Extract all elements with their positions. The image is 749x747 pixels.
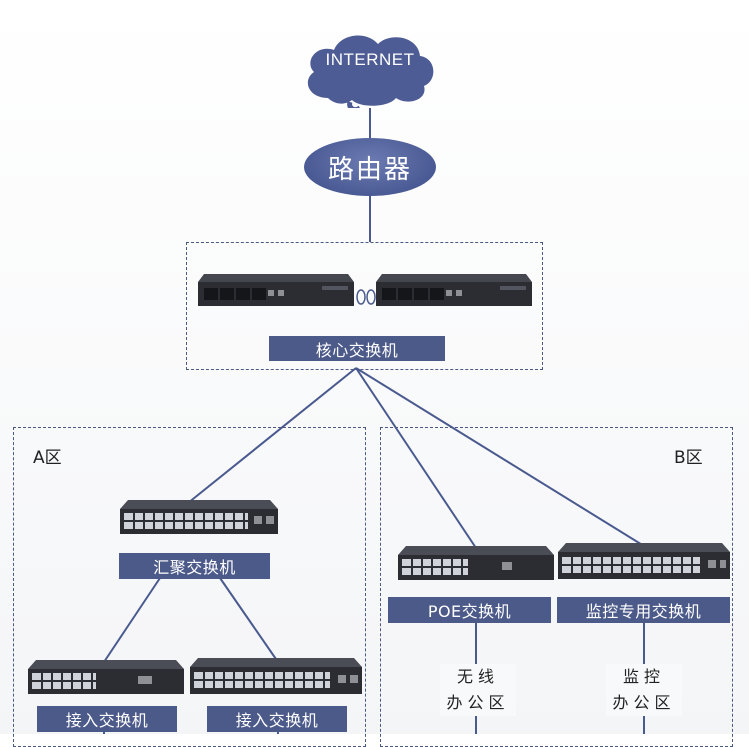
core-switch-right-icon	[376, 274, 532, 306]
monitor-switch-label: 监控专用交换机	[557, 597, 730, 623]
line-core-monitor	[355, 367, 645, 547]
line-agg-access1	[103, 577, 161, 663]
stack-link-icon	[356, 289, 376, 305]
line-agg-access2	[219, 577, 279, 663]
wireless-office-label-line1: 无线	[456, 667, 499, 686]
monitor-office-label-line1: 监控	[622, 667, 665, 686]
aggregation-switch-label: 汇聚交换机	[119, 553, 270, 579]
poe-switch-label: POE交换机	[388, 597, 551, 623]
line-core-aggregation	[187, 367, 357, 504]
aggregation-switch-icon	[120, 500, 278, 534]
core-switch-left-icon	[198, 274, 354, 306]
line-core-poe	[355, 367, 477, 549]
monitor-office-label: 监控 办公区	[606, 664, 682, 716]
zone-b-label: B区	[674, 448, 703, 468]
access-switch-1-label: 接入交换机	[37, 706, 177, 732]
access-switch-2-icon	[190, 658, 362, 694]
poe-switch-icon	[398, 546, 554, 580]
zone-a-label: A区	[33, 448, 62, 468]
access-switch-2-label: 接入交换机	[207, 706, 347, 732]
router-node: 路由器	[304, 138, 436, 196]
core-zone	[186, 242, 543, 370]
zone-a	[13, 427, 366, 747]
router-label: 路由器	[327, 154, 412, 185]
core-switch-label: 核心交换机	[269, 336, 445, 361]
monitor-office-label-line2: 办公区	[612, 693, 676, 712]
access-switch-1-icon	[28, 660, 184, 694]
wireless-office-label-line2: 办公区	[446, 693, 510, 712]
internet-label: INTERNET	[325, 50, 415, 69]
wireless-office-label: 无线 办公区	[440, 664, 516, 716]
monitor-switch-icon	[558, 543, 730, 579]
internet-cloud-icon	[307, 35, 434, 108]
